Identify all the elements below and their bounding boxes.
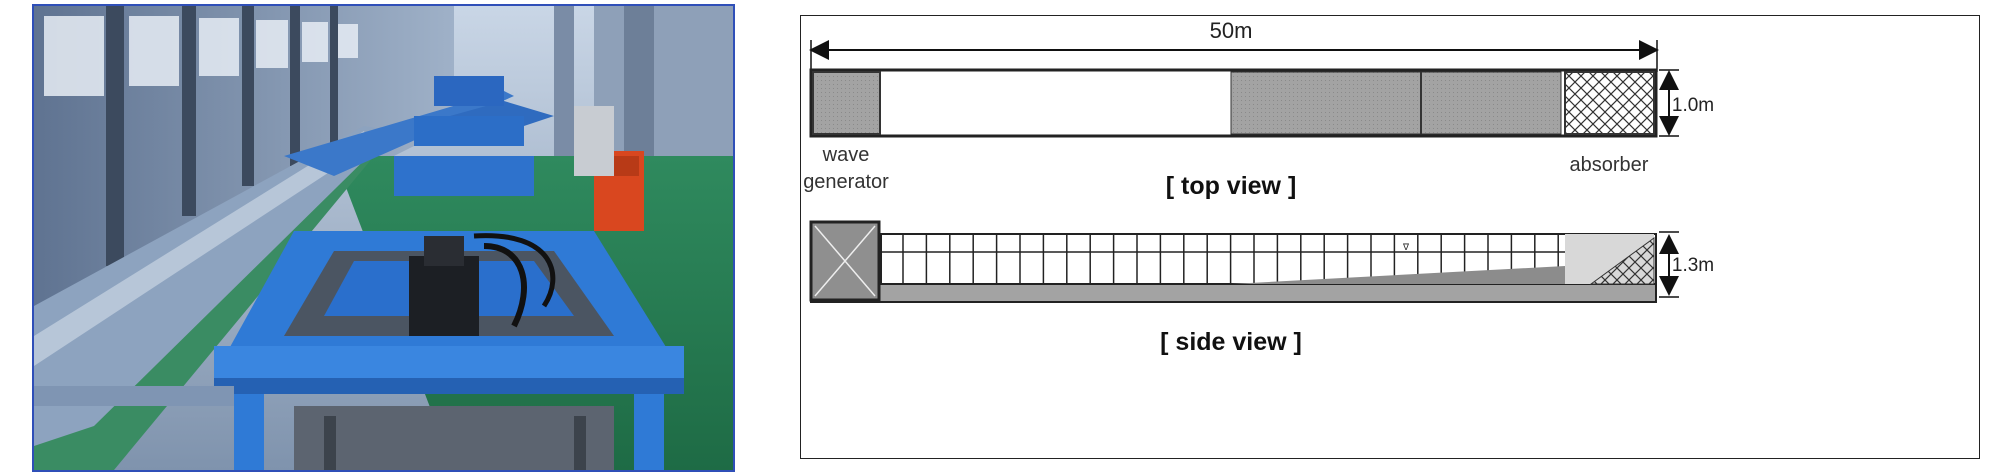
absorber-block-top [1564, 71, 1655, 135]
wave-generator-label-line1: wave [822, 144, 870, 166]
absorber-label: absorber [1570, 154, 1649, 176]
length-label: 50m [1210, 18, 1253, 43]
facility-photo-illustration [34, 6, 733, 470]
side-view-title: [ side view ] [1160, 328, 1302, 356]
top-view-title: [ top view ] [1166, 172, 1297, 200]
top-height-label: 1.0m [1672, 95, 1714, 116]
facility-photo [32, 4, 735, 472]
wave-generator-label-line2: generator [803, 171, 889, 193]
slope-section-top [1230, 71, 1562, 135]
flume-schematic-svg: 50m 1.0m wave generator absorber [ top v… [803, 18, 1714, 356]
flume-schematic: 50m 1.0m wave generator absorber [ top v… [800, 15, 1980, 459]
slope-section-side [1231, 266, 1565, 284]
side-height-label: 1.3m [1672, 255, 1714, 276]
wave-generator-block [812, 71, 881, 135]
water-level-symbol: ∇ [1402, 242, 1410, 252]
top-view [809, 68, 1658, 138]
side-view: ∇ [809, 220, 1657, 303]
